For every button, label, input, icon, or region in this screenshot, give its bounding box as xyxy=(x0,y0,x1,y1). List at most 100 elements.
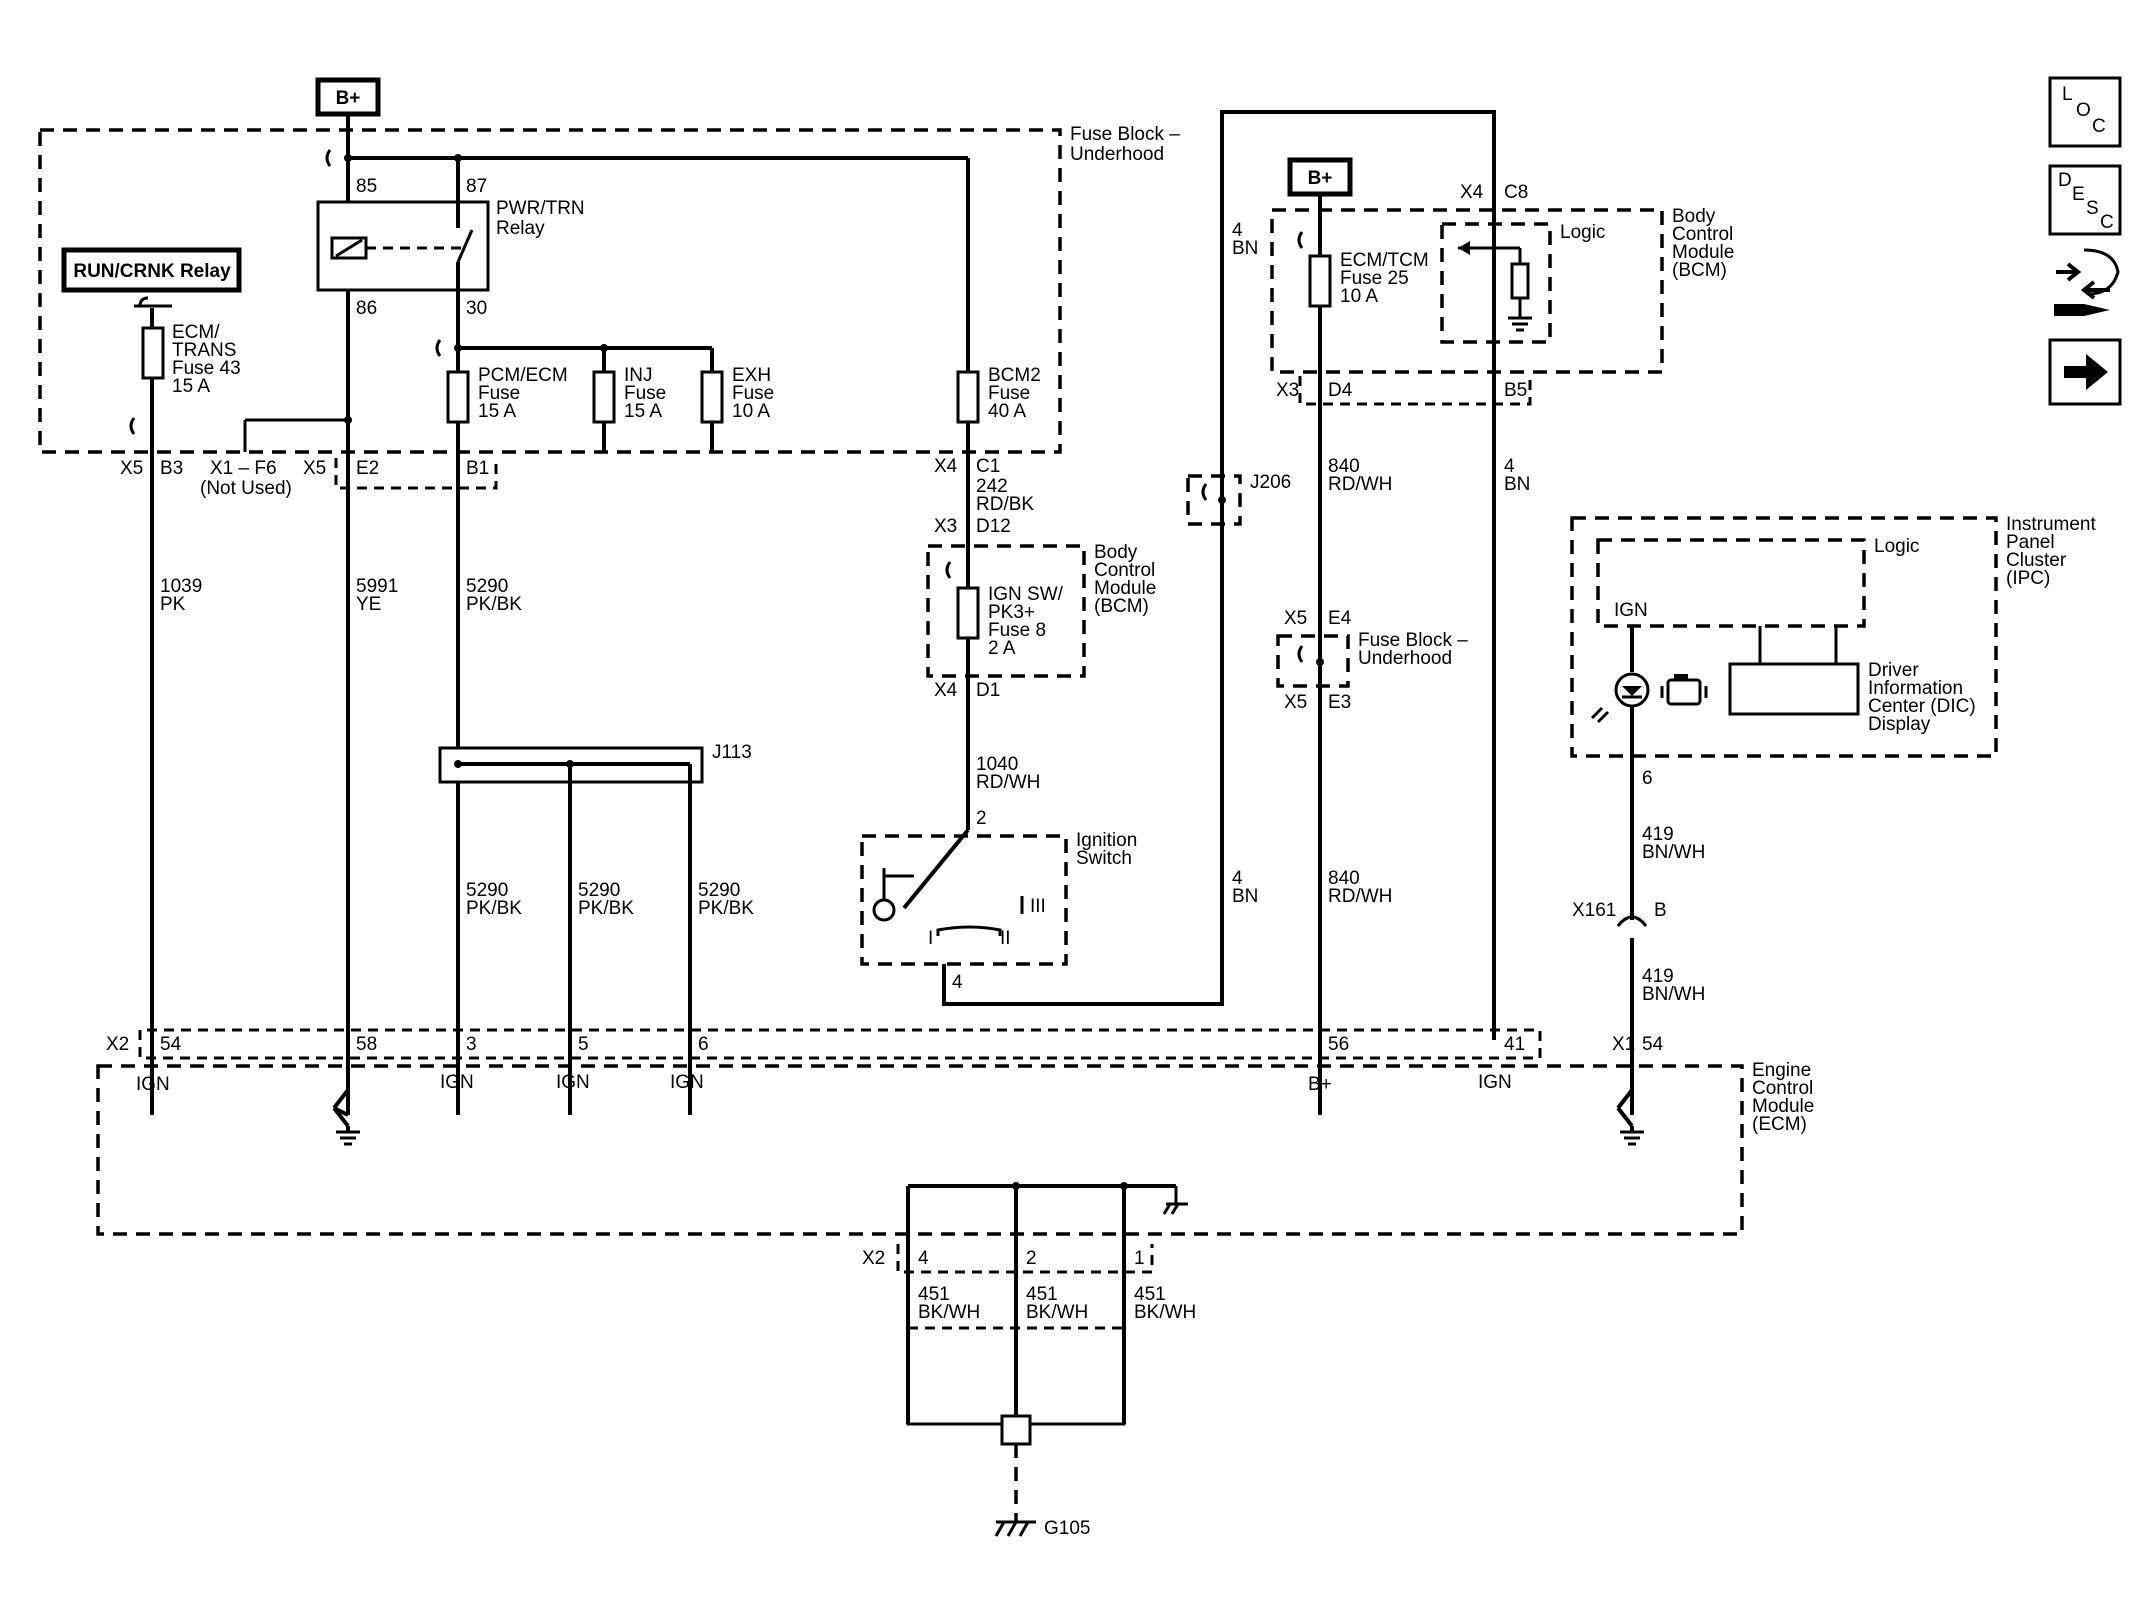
svg-text:451: 451 xyxy=(1134,1284,1166,1305)
loc-button[interactable]: L O C xyxy=(2048,76,2122,148)
svg-text:BN/WH: BN/WH xyxy=(1642,984,1705,1005)
svg-text:6: 6 xyxy=(698,1034,709,1055)
svg-text:5290: 5290 xyxy=(578,880,620,901)
run-crnk-relay-box xyxy=(61,247,242,293)
svg-text:J206: J206 xyxy=(1250,472,1291,493)
svg-text:PK/BK: PK/BK xyxy=(578,898,634,919)
connector-swap-icon[interactable] xyxy=(2054,248,2120,316)
svg-text:B+: B+ xyxy=(1308,168,1333,189)
svg-text:2 A: 2 A xyxy=(988,638,1016,659)
relay-pin85: 85 xyxy=(356,176,377,197)
next-arrow-button[interactable] xyxy=(2048,338,2122,406)
svg-text:5290: 5290 xyxy=(466,576,508,597)
svg-text:4: 4 xyxy=(952,972,963,993)
svg-text:Logic: Logic xyxy=(1874,536,1919,557)
svg-text:Engine: Engine xyxy=(1752,1060,1811,1081)
svg-text:3: 3 xyxy=(466,1034,477,1055)
svg-text:X5: X5 xyxy=(1284,608,1307,629)
svg-text:419: 419 xyxy=(1642,824,1674,845)
svg-text:(BCM): (BCM) xyxy=(1094,596,1149,617)
svg-text:D: D xyxy=(2058,170,2072,191)
svg-text:INJ: INJ xyxy=(624,365,653,386)
check-engine-icon xyxy=(1660,674,1708,706)
svg-text:RD/BK: RD/BK xyxy=(976,494,1034,515)
relay-label: PWR/TRN xyxy=(496,198,585,219)
svg-text:10 A: 10 A xyxy=(1340,286,1378,307)
svg-text:TRANS: TRANS xyxy=(172,340,236,361)
svg-text:PK/BK: PK/BK xyxy=(466,594,522,615)
dic-display xyxy=(1728,662,1860,716)
svg-text:Control: Control xyxy=(1094,560,1155,581)
svg-text:2: 2 xyxy=(1026,1248,1037,1269)
svg-text:BK/WH: BK/WH xyxy=(1134,1302,1196,1323)
svg-text:242: 242 xyxy=(976,476,1008,497)
svg-text:E: E xyxy=(2072,184,2085,205)
svg-text:E3: E3 xyxy=(1328,692,1351,713)
svg-text:Fuse: Fuse xyxy=(624,383,666,404)
svg-text:RD/WH: RD/WH xyxy=(1328,474,1392,495)
svg-text:Logic: Logic xyxy=(1560,222,1605,243)
svg-text:4: 4 xyxy=(1232,220,1243,241)
svg-text:(ECM): (ECM) xyxy=(1752,1114,1807,1135)
desc-button[interactable]: D E S C xyxy=(2048,164,2122,236)
bplus-left-label: B+ xyxy=(336,88,361,109)
svg-text:15 A: 15 A xyxy=(478,401,516,422)
svg-text:5: 5 xyxy=(578,1034,589,1055)
svg-text:Fuse 43: Fuse 43 xyxy=(172,358,241,379)
svg-text:Ignition: Ignition xyxy=(1076,830,1137,851)
svg-text:C1: C1 xyxy=(976,456,1000,477)
svg-text:Control: Control xyxy=(1752,1078,1813,1099)
svg-text:X4: X4 xyxy=(934,680,958,701)
svg-text:54: 54 xyxy=(1642,1034,1664,1055)
svg-text:Control: Control xyxy=(1672,224,1733,245)
svg-text:BN: BN xyxy=(1232,886,1258,907)
svg-text:840: 840 xyxy=(1328,868,1360,889)
svg-text:2: 2 xyxy=(976,808,987,829)
svg-text:1: 1 xyxy=(1134,1248,1145,1269)
svg-text:I: I xyxy=(928,928,933,949)
svg-text:15 A: 15 A xyxy=(624,401,662,422)
ignition-switch-blade xyxy=(902,828,970,910)
svg-text:IGN: IGN xyxy=(670,1072,704,1093)
svg-text:X4: X4 xyxy=(1460,182,1484,203)
fuse-ecm-tcm xyxy=(1308,254,1332,308)
svg-text:6: 6 xyxy=(1642,768,1653,789)
svg-text:(Not Used): (Not Used) xyxy=(200,478,292,499)
svg-text:IGN: IGN xyxy=(440,1072,474,1093)
svg-text:D4: D4 xyxy=(1328,380,1353,401)
svg-text:IGN: IGN xyxy=(556,1072,590,1093)
svg-text:1040: 1040 xyxy=(976,754,1018,775)
svg-text:X4: X4 xyxy=(934,456,958,477)
svg-text:D1: D1 xyxy=(976,680,1000,701)
svg-text:X161: X161 xyxy=(1572,900,1616,921)
svg-text:58: 58 xyxy=(356,1034,377,1055)
bcm-top-box xyxy=(1270,208,1664,374)
svg-text:X2: X2 xyxy=(106,1034,129,1055)
svg-text:X3: X3 xyxy=(934,516,957,537)
svg-text:II: II xyxy=(1000,928,1011,949)
svg-text:BCM2: BCM2 xyxy=(988,365,1041,386)
svg-text:10 A: 10 A xyxy=(732,401,770,422)
svg-text:E4: E4 xyxy=(1328,608,1352,629)
svg-text:III: III xyxy=(1030,896,1046,917)
fuse-block-title: Fuse Block – xyxy=(1070,124,1180,145)
svg-text:840: 840 xyxy=(1328,456,1360,477)
svg-text:RD/WH: RD/WH xyxy=(976,772,1040,793)
svg-text:5290: 5290 xyxy=(466,880,508,901)
svg-text:Module: Module xyxy=(1094,578,1156,599)
svg-text:G105: G105 xyxy=(1044,1518,1090,1539)
svg-text:PK: PK xyxy=(160,594,186,615)
svg-text:451: 451 xyxy=(1026,1284,1058,1305)
j206-splice xyxy=(1186,474,1242,526)
svg-text:(IPC): (IPC) xyxy=(2006,568,2050,589)
svg-text:Body: Body xyxy=(1094,542,1138,563)
svg-text:Fuse 8: Fuse 8 xyxy=(988,620,1046,641)
relay-pin86: 86 xyxy=(356,298,377,319)
svg-text:Fuse Block –: Fuse Block – xyxy=(1358,630,1468,651)
svg-text:Module: Module xyxy=(1752,1096,1814,1117)
svg-text:BK/WH: BK/WH xyxy=(1026,1302,1088,1323)
fuse-block-title-2: Underhood xyxy=(1070,144,1164,165)
svg-text:C8: C8 xyxy=(1504,182,1528,203)
fuse-inj xyxy=(592,370,616,424)
